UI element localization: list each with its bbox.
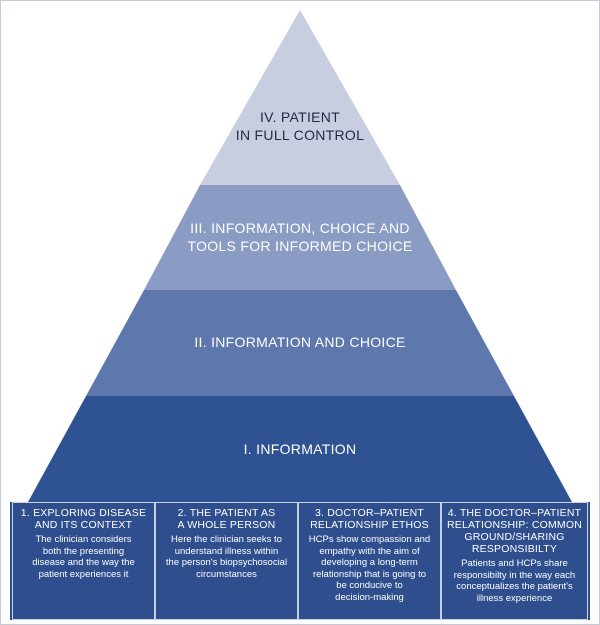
level-iv-line1: IV. PATIENT — [259, 109, 341, 125]
box-4-title-line2: RELATIONSHIP: COMMON — [446, 519, 583, 531]
box-2-description: Here the clinician seeks to understand i… — [160, 534, 293, 580]
box-2-title-line1: 2. THE PATIENT AS — [177, 507, 276, 519]
box-3-desc-line1: HCPs show compassion and — [308, 534, 431, 545]
box-4-desc-line1: Patients and HCPs share — [461, 558, 568, 569]
box-1-description: The clinician considers both the present… — [17, 534, 150, 580]
box-3-desc-line3: developing a long-term — [321, 557, 418, 568]
box-3-desc-line6: decision-making — [335, 591, 404, 603]
box-3-title: 3. DOCTOR–PATIENT RELATIONSHIP ETHOS — [303, 507, 436, 531]
box-4-title-line4: RESPONSIBILTY — [471, 543, 558, 555]
pyramid-level-i-shape — [28, 396, 572, 502]
box-2-title-line2: A WHOLE PERSON — [177, 519, 276, 531]
box-2-desc-line2: understand illness within — [174, 545, 279, 557]
box-3-desc-line4: relationship that is going to — [312, 568, 427, 580]
box-relationship-ethos: 3. DOCTOR–PATIENT RELATIONSHIP ETHOS HCP… — [298, 502, 441, 620]
pyramid-level-ii-shape — [86, 290, 514, 396]
box-1-title-line2: AND ITS CONTEXT — [34, 519, 133, 531]
level-iii-line1: III. INFORMATION, CHOICE AND — [190, 220, 410, 236]
box-1-title-line1: 1. EXPLORING DISEASE — [20, 507, 147, 519]
box-1-title: 1. EXPLORING DISEASE AND ITS CONTEXT — [17, 507, 150, 531]
box-4-title-line1: 4. THE DOCTOR–PATIENT — [447, 507, 582, 519]
level-iv-label: IV. PATIENT IN FULL CONTROL — [0, 108, 600, 144]
pyramid-level-iv — [200, 10, 400, 185]
box-1-desc-line4: patient experiences it — [38, 568, 129, 580]
box-2-desc-line1: Here the clinician seeks to — [171, 534, 282, 545]
box-4-desc-line4: illness experience — [476, 592, 553, 604]
box-3-title-line2: RELATIONSHIP ETHOS — [310, 519, 429, 531]
level-i-label: I. INFORMATION — [0, 440, 600, 458]
box-3-description: HCPs show compassion and empathy with th… — [303, 534, 436, 603]
box-1-desc-line3: disease and the way the — [32, 557, 135, 568]
box-3-desc-line5: be conducive to — [336, 580, 403, 591]
box-4-desc-line2: responsibilty in the way each — [453, 569, 576, 581]
level-iii-label: III. INFORMATION, CHOICE AND TOOLS FOR I… — [0, 219, 600, 255]
box-1-desc-line1: The clinician considers — [35, 534, 132, 545]
box-2-desc-line4: circumstances — [196, 568, 257, 580]
level-iii-line2: TOOLS FOR INFORMED CHOICE — [187, 238, 413, 254]
level-ii-line1: II. INFORMATION AND CHOICE — [194, 334, 406, 350]
pyramid-level-iii-shape — [144, 185, 456, 290]
box-3-desc-line2: empathy with the aim of — [319, 545, 420, 557]
box-4-title: 4. THE DOCTOR–PATIENT RELATIONSHIP: COMM… — [446, 507, 583, 555]
box-exploring-disease: 1. EXPLORING DISEASE AND ITS CONTEXT The… — [12, 502, 155, 620]
box-2-title: 2. THE PATIENT AS A WHOLE PERSON — [160, 507, 293, 531]
box-3-title-line1: 3. DOCTOR–PATIENT — [315, 507, 424, 519]
level-i-line1: I. INFORMATION — [243, 441, 357, 457]
box-1-desc-line2: both the presenting — [42, 545, 125, 557]
box-4-title-line3: GROUND/SHARING — [464, 531, 565, 543]
box-2-desc-line3: the person's biopsychosocial — [165, 557, 288, 568]
box-4-description: Patients and HCPs share responsibilty in… — [446, 558, 583, 604]
level-ii-label: II. INFORMATION AND CHOICE — [0, 333, 600, 351]
box-4-desc-line3: conceptualizes the patient's — [456, 581, 573, 592]
box-common-ground: 4. THE DOCTOR–PATIENT RELATIONSHIP: COMM… — [441, 502, 588, 620]
box-whole-person: 2. THE PATIENT AS A WHOLE PERSON Here th… — [155, 502, 298, 620]
level-iv-line2: IN FULL CONTROL — [235, 127, 365, 143]
